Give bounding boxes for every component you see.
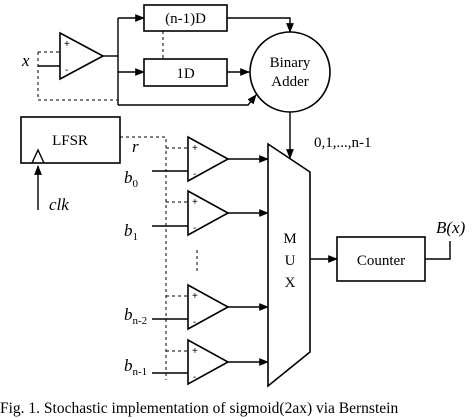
counter-block: Counter [336, 236, 426, 282]
r-label: r [132, 137, 139, 156]
bn2-label: bn-2 [124, 305, 147, 327]
b1-label: b1 [124, 221, 138, 243]
lfsr-block: LFSR [20, 116, 121, 164]
svg-text:+: + [192, 291, 198, 302]
counter-output-wire [425, 241, 451, 260]
minus-sign: - [65, 65, 68, 76]
svg-text:-: - [193, 372, 196, 383]
svg-text:-: - [193, 223, 196, 234]
svg-text:Counter: Counter [357, 253, 405, 269]
lfsr-feedback-dashed [37, 52, 118, 101]
svg-text:LFSR: LFSR [52, 133, 88, 149]
plus-sign: + [64, 39, 70, 50]
svg-text:1D: 1D [176, 66, 195, 82]
input-x-label: x [21, 51, 30, 70]
svg-text:+: + [192, 197, 198, 208]
svg-text:Binary: Binary [270, 55, 311, 71]
comparator-0: + - [187, 135, 230, 183]
to-adder-direct-arrow [118, 94, 257, 106]
clk-label: clk [49, 195, 69, 214]
svg-text:M: M [283, 231, 296, 247]
b0-label: b0 [124, 168, 139, 190]
figure-caption: Fig. 1. Stochastic implementation of sig… [0, 400, 398, 417]
output-bx-label: B(x) [436, 218, 466, 237]
clock-triangle-icon [31, 148, 45, 164]
comparator-1: + - [187, 189, 230, 237]
comparator-n-minus-2: + - [187, 283, 230, 331]
input-comparator: + - [59, 31, 105, 81]
top-delay-to-adder-arrow [227, 17, 294, 33]
delay-n-minus-1-block: (n-1)D [143, 4, 228, 32]
svg-text:+: + [192, 346, 198, 357]
delay-1-block: 1D [143, 58, 228, 87]
svg-text:Adder: Adder [271, 74, 309, 90]
binary-adder-block: Binary Adder [249, 31, 331, 113]
comparator-n-minus-1: + - [187, 338, 230, 386]
svg-text:X: X [285, 275, 296, 291]
svg-text:+: + [192, 143, 198, 154]
svg-text:-: - [193, 169, 196, 180]
mux-block: M U X [267, 142, 311, 388]
bn1-label: bn-1 [124, 356, 147, 378]
svg-text:(n-1)D: (n-1)D [165, 11, 206, 27]
select-range-label: 0,1,...,n-1 [314, 135, 372, 151]
svg-text:-: - [193, 317, 196, 328]
svg-text:U: U [285, 253, 296, 269]
